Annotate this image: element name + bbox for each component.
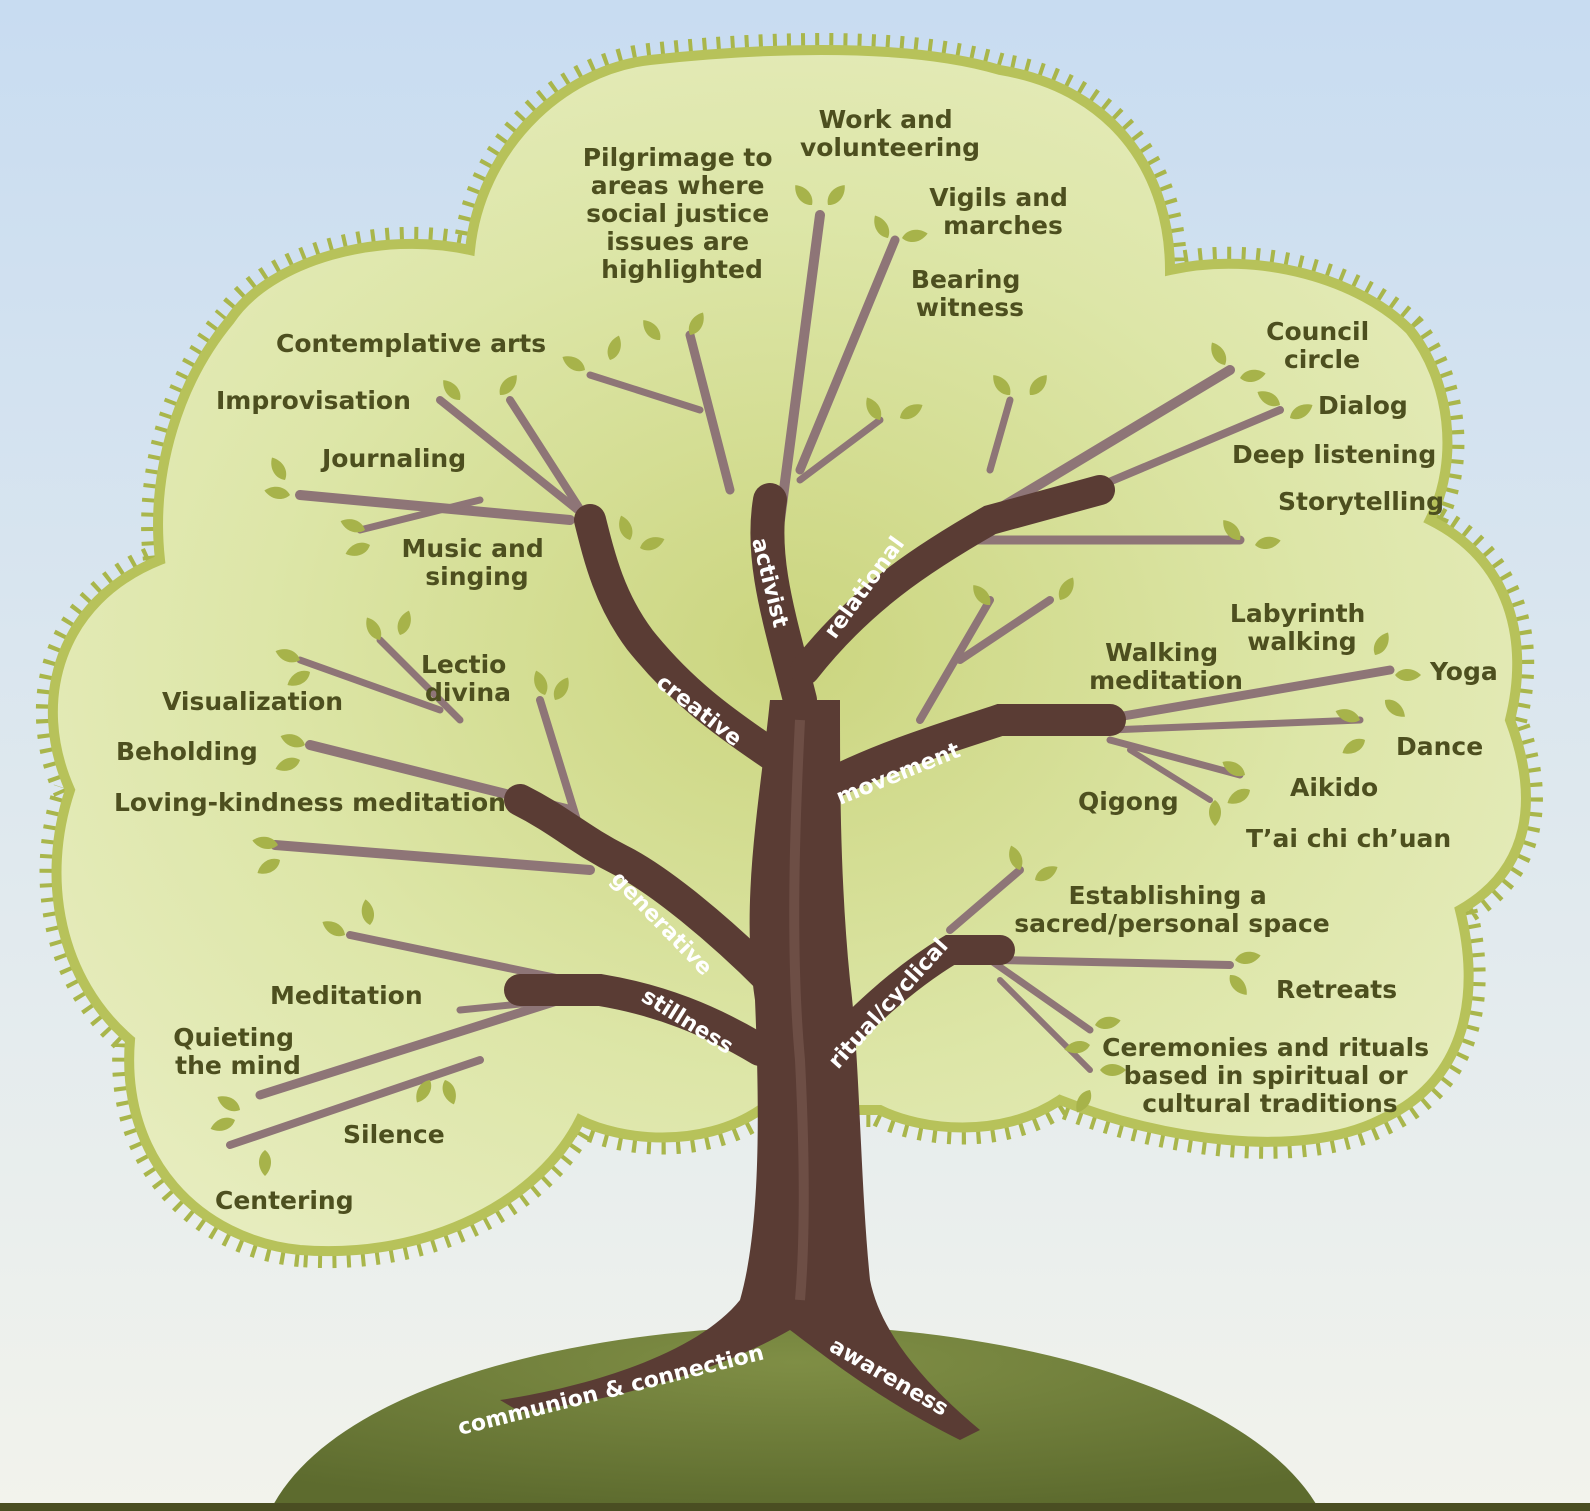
practice-work-volunteering: Work and volunteering	[800, 105, 980, 162]
practice-retreats: Retreats	[1276, 975, 1397, 1004]
hill	[270, 1325, 1320, 1511]
ground-line	[0, 1503, 1590, 1511]
practice-establishing-space: Establishing a sacred/personal space	[1014, 881, 1329, 938]
practice-improvisation: Improvisation	[216, 386, 411, 415]
practice-meditation: Meditation	[270, 981, 423, 1010]
practice-loving-kindness: Loving-kindness meditation	[114, 788, 506, 817]
practice-aikido: Aikido	[1290, 773, 1378, 802]
practice-pilgrimage: Pilgrimage to areas where social justice…	[583, 143, 782, 284]
practice-ceremonies: Ceremonies and rituals based in spiritua…	[1102, 1033, 1438, 1118]
practice-storytelling: Storytelling	[1278, 487, 1444, 516]
practice-vigils-marches: Vigils and marches	[929, 183, 1076, 240]
practice-qigong: Qigong	[1078, 787, 1179, 816]
practice-yoga: Yoga	[1429, 657, 1498, 686]
practice-council-circle: Council circle	[1266, 317, 1378, 374]
practice-contemplative-arts: Contemplative arts	[276, 329, 546, 358]
practice-quieting-mind: Quieting the mind	[173, 1023, 303, 1080]
practice-centering: Centering	[215, 1186, 354, 1215]
practice-journaling: Journaling	[320, 444, 466, 473]
practice-labyrinth-walking: Labyrinth walking	[1230, 599, 1374, 656]
practice-walking-meditation: Walking meditation	[1089, 638, 1243, 695]
practice-dance: Dance	[1396, 732, 1483, 761]
practice-silence: Silence	[343, 1120, 445, 1149]
practice-labels: Work and volunteering Pilgrimage to area…	[114, 105, 1498, 1215]
practice-lectio-divina: Lectio divina	[421, 650, 515, 707]
practice-beholding: Beholding	[116, 737, 258, 766]
trunk	[500, 700, 980, 1440]
practice-taichi: T’ai chi ch’uan	[1246, 824, 1451, 853]
practice-dialog: Dialog	[1318, 391, 1408, 420]
practice-bearing-witness: Bearing witness	[911, 265, 1029, 322]
practice-music-singing: Music and singing	[402, 534, 553, 591]
trunk-highlight	[789, 719, 809, 1301]
practice-deep-listening: Deep listening	[1232, 440, 1436, 469]
practice-visualization: Visualization	[162, 687, 343, 716]
